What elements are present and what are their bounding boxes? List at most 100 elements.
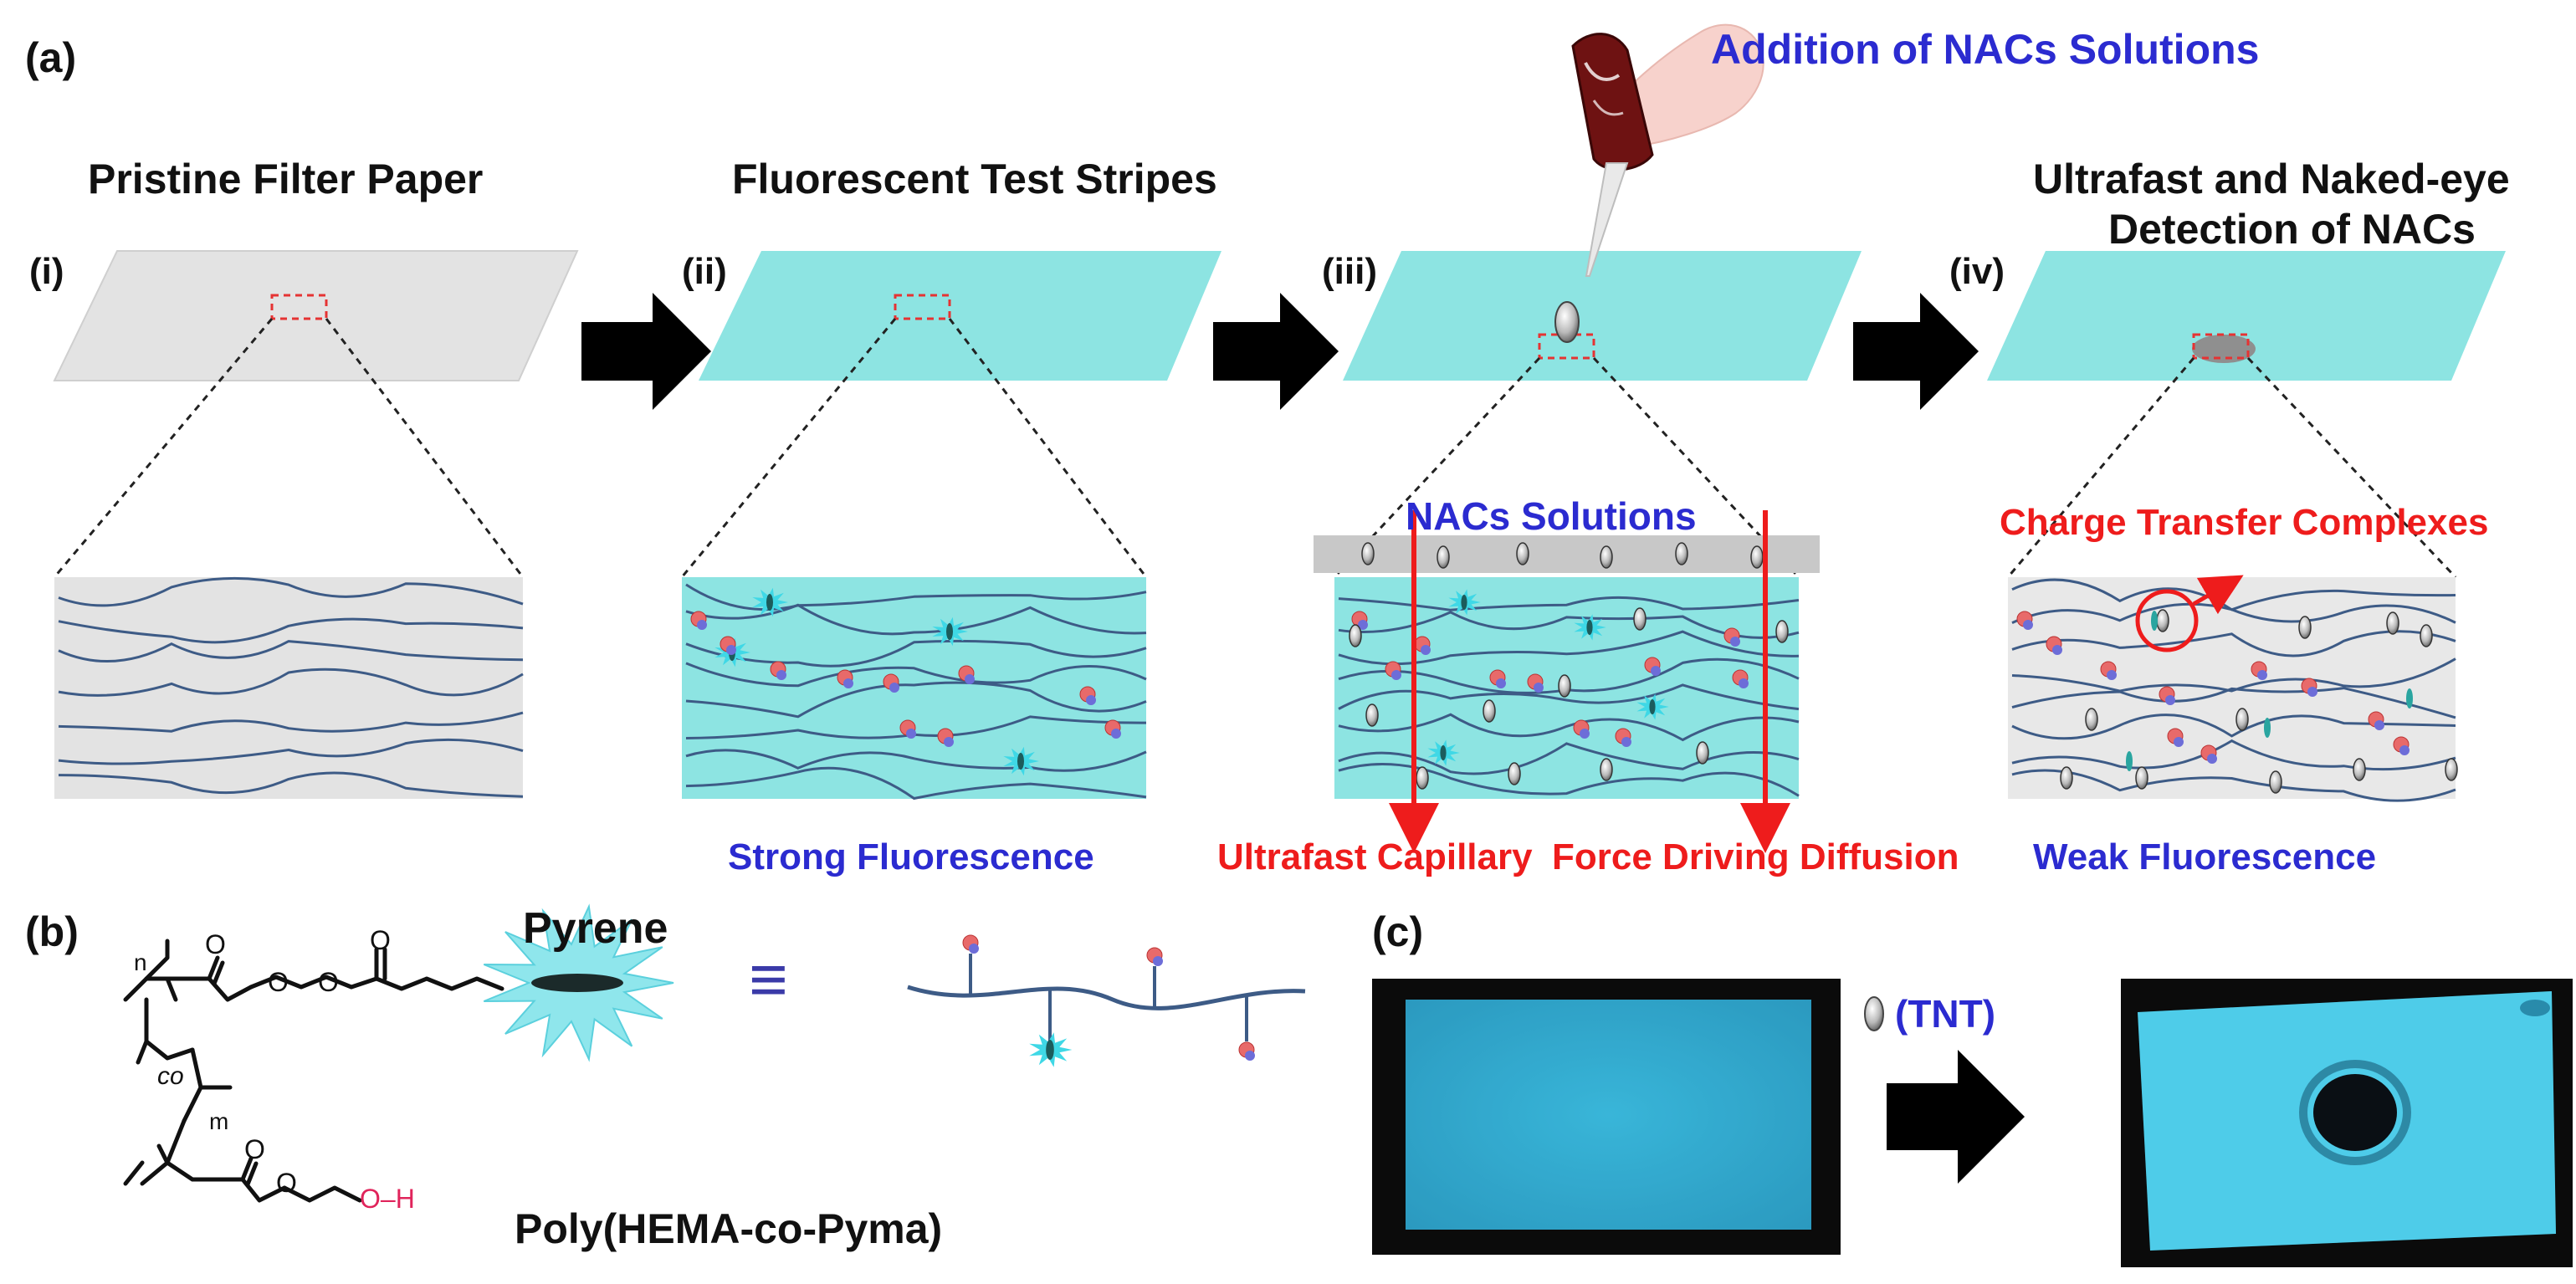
step-title-pristine: Pristine Filter Paper — [88, 156, 484, 202]
complex-highlight-circle — [2135, 589, 2199, 652]
nac-molecule-icon — [1416, 766, 1429, 790]
monomer-unit — [2023, 620, 2033, 630]
nac-molecule-icon — [1600, 758, 1613, 781]
caption-weak-fluorescence: Weak Fluorescence — [2033, 836, 2377, 877]
zoom-line-left — [680, 318, 897, 578]
pyrene-units — [690, 587, 1121, 776]
monomer-unit — [1651, 666, 1661, 676]
fiber-strand — [2011, 657, 2456, 693]
pyrene-and-nac-units — [1349, 589, 1789, 790]
tnt-label: (TNT) — [1895, 992, 1996, 1036]
nac-molecule-icon — [2269, 770, 2282, 794]
nac-molecule-icon — [1600, 545, 1613, 569]
step-label-ii: (ii) — [682, 251, 727, 292]
charge-transfer-complex — [2151, 611, 2158, 631]
caption-ultrafast-capillary: Ultrafast Capillary — [1217, 836, 1533, 877]
fiber-strand — [685, 749, 1147, 772]
zoom-line-right — [948, 318, 1148, 578]
nac-molecule-icon — [1633, 607, 1646, 631]
pyrene-core — [1440, 745, 1447, 760]
monomer-unit — [726, 645, 736, 655]
paper-sheet-gray — [53, 250, 579, 381]
fiber-strand — [1338, 763, 1800, 797]
monomer-unit — [2399, 745, 2410, 755]
process-arrow-1 — [581, 293, 711, 410]
monomer-unit — [944, 737, 954, 747]
nac-droplet-icon — [1554, 301, 1580, 343]
caption-strong-fluorescence: Strong Fluorescence — [728, 836, 1094, 877]
pyrene-core — [1586, 620, 1593, 635]
nac-molecule-icon — [1516, 542, 1529, 565]
step-title-detection-line2: Detection of NACs — [2108, 206, 2476, 253]
nac-molecule-icon — [2298, 616, 2312, 639]
pyrene-core — [946, 623, 953, 640]
equivalence-sign: ≡ — [749, 942, 788, 1016]
nac-molecule-icon — [1508, 762, 1521, 785]
monomer-unit — [1421, 645, 1431, 655]
fiber-strand — [685, 603, 1147, 636]
monomer-unit — [889, 683, 899, 693]
process-arrow-photo — [1887, 1050, 2025, 1184]
callout-arrow — [2192, 575, 2244, 615]
nac-solution-label: NACs Solutions — [1406, 494, 1697, 538]
nac-molecule-icon — [2420, 624, 2433, 647]
nac-molecule-icon — [1483, 699, 1496, 723]
pyrene-core — [766, 594, 773, 611]
test-strip-before — [1406, 1000, 1811, 1230]
quenched-spot-halo — [2299, 1060, 2411, 1165]
zoom-line-left — [2006, 357, 2195, 578]
pyrene-core — [1046, 1040, 1054, 1060]
monomer-unit — [1496, 678, 1506, 688]
quenched-spot — [2192, 335, 2256, 363]
polymer-chain-cartoon — [907, 985, 1306, 1010]
nac-molecule-icon — [2353, 758, 2366, 781]
step-label-iii: (iii) — [1322, 251, 1377, 292]
zoom-line-right — [325, 318, 525, 578]
fiber-strands-bare — [58, 576, 524, 798]
pyrene-core — [1649, 699, 1656, 714]
nac-molecule-icon — [1558, 674, 1571, 698]
monomer-unit — [1730, 637, 1740, 647]
fiber-strand — [685, 639, 1147, 668]
oxygen-atom: O — [370, 925, 391, 955]
paper-sheet-cyan-iv — [1987, 251, 2506, 381]
monomer-unit — [697, 620, 707, 630]
fiber-strand — [1338, 713, 1800, 742]
monomer-unit — [906, 729, 916, 739]
quenched-dark-spot — [2313, 1074, 2397, 1151]
monomer-unit — [776, 670, 786, 680]
nac-molecule-icon — [2386, 611, 2399, 635]
process-arrow-3 — [1853, 293, 1979, 410]
chemical-structure — [123, 939, 504, 1203]
caption-force-driving-diffusion: Force Driving Diffusion — [1552, 836, 1959, 877]
monomer-unit — [1358, 620, 1368, 630]
step-title-fluorescent: Fluorescent Test Stripes — [732, 156, 1217, 202]
fiber-strand — [2011, 630, 2456, 657]
fiber-strand — [1338, 742, 1800, 775]
fiber-network-bare — [54, 577, 523, 799]
monomer-unit — [965, 674, 975, 684]
copolymer-co-label: co — [157, 1062, 184, 1090]
repeat-index-m: m — [209, 1108, 229, 1134]
nac-molecule-icon — [2060, 766, 2073, 790]
charge-transfer-complex — [2406, 688, 2413, 709]
fiber-strands-functionalized — [685, 583, 1147, 801]
panel-label-c: (c) — [1372, 908, 1424, 955]
fiber-strand — [1338, 630, 1800, 666]
pyrene-label: Pyrene — [523, 904, 668, 953]
monomer-unit — [1580, 729, 1590, 739]
fiber-network-functionalized — [682, 577, 1146, 799]
fiber-strand — [58, 771, 524, 798]
oxygen-atom: O — [244, 1134, 265, 1164]
monomer-unit — [2257, 670, 2267, 680]
complex-callout-label: Charge Transfer Complexes — [2000, 502, 2489, 543]
nac-molecule-icon — [1361, 542, 1375, 565]
zoom-marker — [270, 294, 328, 320]
monomer-unit — [2174, 737, 2184, 747]
nac-molecule-icon — [1775, 620, 1789, 643]
nac-molecule-icon — [1675, 542, 1688, 565]
paper-sheet-cyan-ii — [699, 251, 1221, 381]
tnt-droplet-icon — [1864, 996, 1884, 1031]
charge-transfer-complex — [2126, 751, 2133, 771]
